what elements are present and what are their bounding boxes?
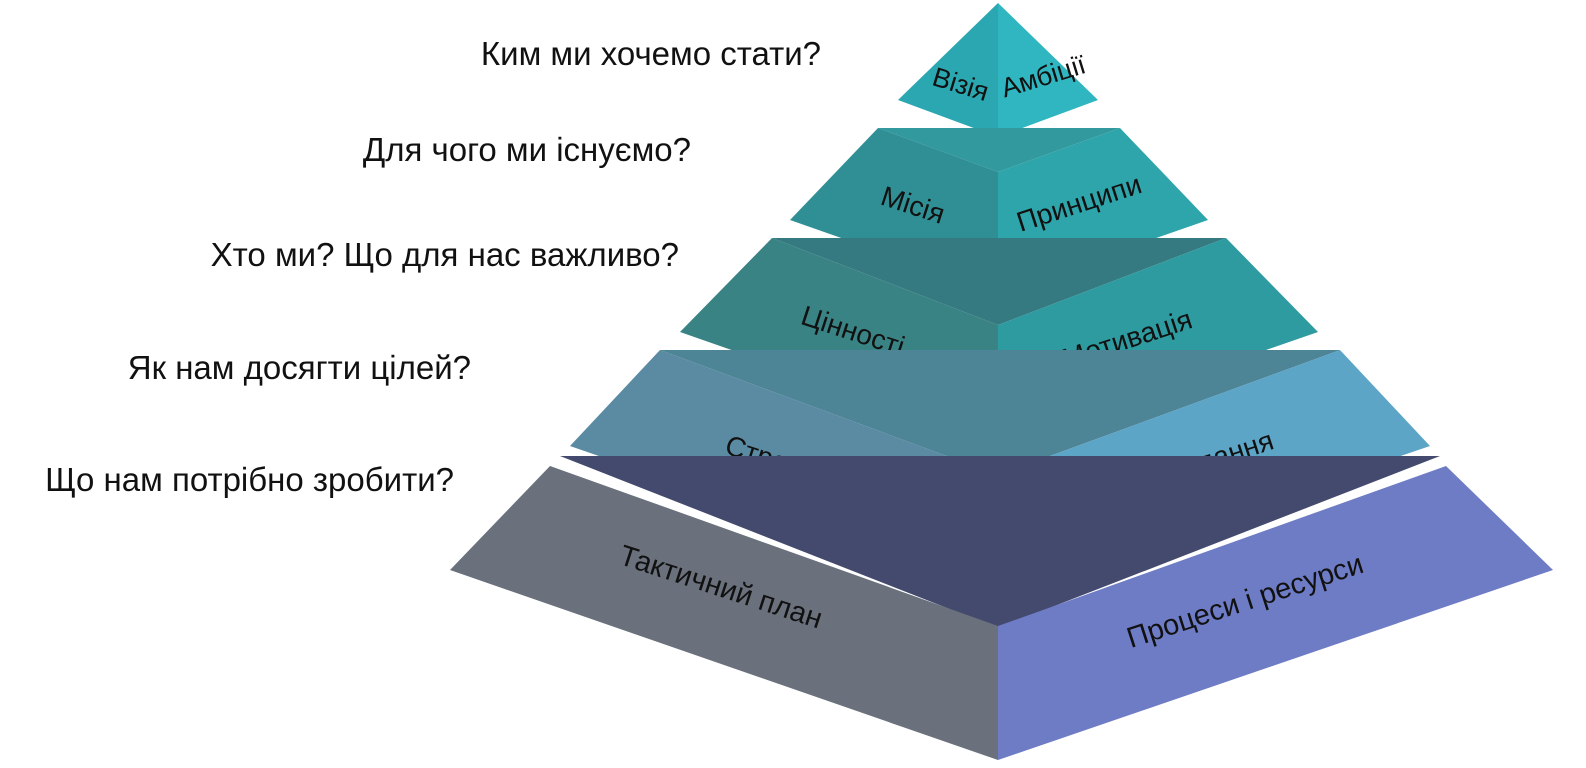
tier-5-right-face bbox=[998, 466, 1553, 760]
tier-2-top-face bbox=[878, 128, 1120, 172]
tier-5-left-face bbox=[450, 466, 998, 760]
tier-5-top-face bbox=[560, 456, 1440, 628]
tier-4-top-face bbox=[660, 350, 1340, 475]
tier-5: Тактичний план Процеси і ресурси bbox=[450, 456, 1553, 760]
tier-1: Візія Амбіції bbox=[898, 3, 1098, 137]
tier-1-right-face bbox=[998, 3, 1098, 137]
tier-1-left-face bbox=[898, 3, 998, 137]
tier-3-top-face bbox=[772, 238, 1226, 325]
